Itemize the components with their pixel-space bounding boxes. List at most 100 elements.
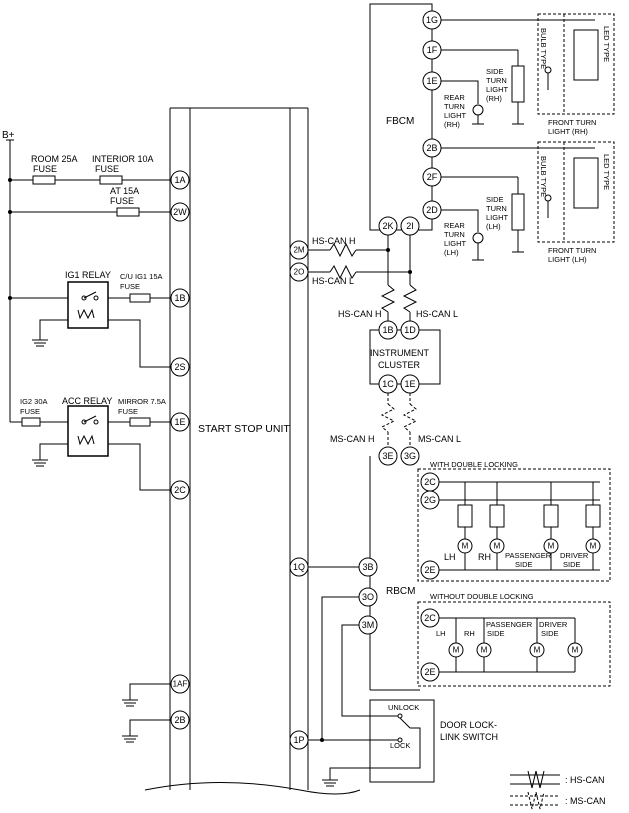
hs-can-l-label-2: HS-CAN L	[416, 309, 458, 319]
lock-label: LOCK	[390, 741, 410, 750]
ssu-pins-right: 2M 2O 1Q 1P	[289, 240, 309, 750]
wdl-driver-2: SIDE	[563, 560, 581, 569]
legend-ms: : MS-CAN	[565, 796, 606, 806]
wodl-motor-rh: M	[481, 646, 488, 655]
pin-1P: 1P	[293, 735, 304, 745]
rbcm-pin-3M: 3M	[362, 620, 375, 630]
rbcm-module: 3E 3G 3B 3O 3M RBCM	[308, 446, 420, 691]
rear-turn-rh-1: REAR	[444, 93, 465, 102]
start-stop-unit: START STOP UNIT	[144, 107, 361, 795]
fbcm-pin-2B: 2B	[426, 143, 437, 153]
fbcm-label: FBCM	[386, 116, 414, 127]
fbcm-pin-1F: 1F	[427, 45, 438, 55]
wdl-pin-2G: 2G	[424, 495, 436, 505]
at-fuse-label-1: AT 15A	[110, 186, 139, 196]
with-double-locking: WITH DOUBLE LOCKING 2C 2G 2E M M M M LH …	[417, 460, 611, 582]
hs-can-bus: HS-CAN H HS-CAN L HS-CAN H HS-CAN L	[308, 235, 458, 322]
pin-1E: 1E	[174, 417, 185, 427]
rear-turn-rh-4: (RH)	[444, 120, 460, 129]
rear-turn-lh-3: LIGHT	[444, 239, 467, 248]
rbcm-label: RBCM	[386, 586, 415, 597]
ms-can-l-label: MS-CAN L	[418, 434, 461, 444]
wdl-motor-driver: M	[590, 542, 597, 551]
bulb-type-rh: BULB TYPE	[539, 28, 548, 69]
without-double-locking: WITHOUT DOUBLE LOCKING 2C 2E M M M M LH …	[417, 592, 611, 687]
wdl-motor-rh: M	[494, 542, 501, 551]
led-type-lh: LED TYPE	[602, 154, 611, 190]
hs-can-h-label-2: HS-CAN H	[338, 309, 382, 319]
wodl-motor-lh: M	[453, 646, 460, 655]
ic-pin-1C: 1C	[382, 379, 394, 389]
front-turn-lh-2: LIGHT (LH)	[548, 255, 587, 264]
door-switch-label-2: LINK SWITCH	[440, 732, 498, 742]
wodl-passenger-2: SIDE	[487, 629, 505, 638]
ig2-fuse-label-2: FUSE	[20, 407, 40, 416]
hs-can-l-label-1: HS-CAN L	[312, 276, 354, 286]
rear-turn-rh-2: TURN	[444, 102, 465, 111]
power-supply: B+ ROOM 25A FUSE INTERIOR 10A FUSE AT 15…	[2, 130, 171, 743]
pin-2W: 2W	[173, 207, 187, 217]
wodl-motor-driver: M	[572, 646, 579, 655]
side-turn-lh-3: LIGHT	[486, 213, 509, 222]
cu-ig1-fuse-label-2: FUSE	[120, 282, 140, 291]
ig1-relay-label: IG1 RELAY	[65, 270, 111, 280]
wdl-passenger-2: SIDE	[515, 560, 533, 569]
front-turn-lh-1: FRONT TURN	[548, 246, 596, 255]
without-double-label: WITHOUT DOUBLE LOCKING	[430, 592, 534, 601]
wdl-rh-label: RH	[478, 552, 491, 562]
rear-turn-lh-1: REAR	[444, 221, 465, 230]
fbcm-pin-2D: 2D	[426, 205, 438, 215]
room-fuse-label-2: FUSE	[33, 164, 57, 174]
wodl-motor-passenger: M	[534, 646, 541, 655]
interior-fuse-label-2: FUSE	[95, 164, 119, 174]
rbcm-pin-3E: 3E	[382, 451, 393, 461]
pin-1A: 1A	[174, 175, 185, 185]
wodl-passenger-1: PASSENGER	[486, 620, 533, 629]
wodl-pin-2C: 2C	[424, 613, 436, 623]
mirror-fuse-label-2: FUSE	[118, 407, 138, 416]
room-fuse-label-1: ROOM 25A	[31, 154, 78, 164]
fbcm-pin-2F: 2F	[427, 172, 438, 182]
interior-fuse-label-1: INTERIOR 10A	[92, 154, 154, 164]
front-turn-rh-2: LIGHT (RH)	[548, 127, 588, 136]
ic-pin-1E: 1E	[404, 379, 415, 389]
ms-can-bus: MS-CAN H MS-CAN L	[330, 393, 461, 448]
ic-pin-1D: 1D	[404, 325, 416, 335]
fbcm-pin-2I: 2I	[406, 221, 414, 231]
cluster-label-2: CLUSTER	[378, 360, 421, 370]
fbcm-pin-2K: 2K	[382, 221, 393, 231]
pin-2C: 2C	[174, 485, 186, 495]
wdl-passenger-1: PASSENGER	[505, 551, 552, 560]
wdl-pin-2C: 2C	[424, 477, 436, 487]
acc-relay-label: ACC RELAY	[62, 396, 112, 406]
pin-2S: 2S	[174, 362, 185, 372]
bulb-type-lh: BULB TYPE	[539, 156, 548, 197]
side-turn-rh-4: (RH)	[486, 94, 502, 103]
pin-2O: 2O	[294, 268, 305, 277]
rear-turn-lh-4: (LH)	[444, 248, 459, 257]
wdl-motor-lh: M	[462, 542, 469, 551]
rbcm-pin-3G: 3G	[404, 451, 416, 461]
turn-lights-rh: REAR TURN LIGHT (RH) SIDE TURN LIGHT (RH…	[441, 13, 615, 136]
wodl-rh-label: RH	[464, 629, 475, 638]
pin-1B: 1B	[174, 293, 185, 303]
wodl-pin-2E: 2E	[424, 667, 435, 677]
wdl-lh-label: LH	[444, 552, 456, 562]
side-turn-lh-2: TURN	[486, 204, 507, 213]
ic-pin-1B: 1B	[382, 325, 393, 335]
with-double-label: WITH DOUBLE LOCKING	[430, 460, 518, 469]
rear-turn-rh-3: LIGHT	[444, 111, 467, 120]
door-lock-switch: UNLOCK LOCK DOOR LOCK- LINK SWITCH	[308, 596, 498, 787]
wdl-motor-passenger: M	[548, 542, 555, 551]
instrument-cluster: 1B 1D 1C 1E INSTRUMENT CLUSTER	[369, 320, 441, 394]
legend: : HS-CAN : MS-CAN	[510, 770, 606, 810]
fbcm-pin-1G: 1G	[426, 15, 438, 25]
pin-2M: 2M	[293, 246, 304, 255]
unlock-label: UNLOCK	[388, 703, 419, 712]
side-turn-lh-4: (LH)	[486, 222, 501, 231]
wodl-driver-2: SIDE	[541, 629, 559, 638]
wdl-driver-1: DRIVER	[560, 551, 589, 560]
at-fuse-label-2: FUSE	[110, 196, 134, 206]
hs-can-h-label-1: HS-CAN H	[312, 236, 356, 246]
